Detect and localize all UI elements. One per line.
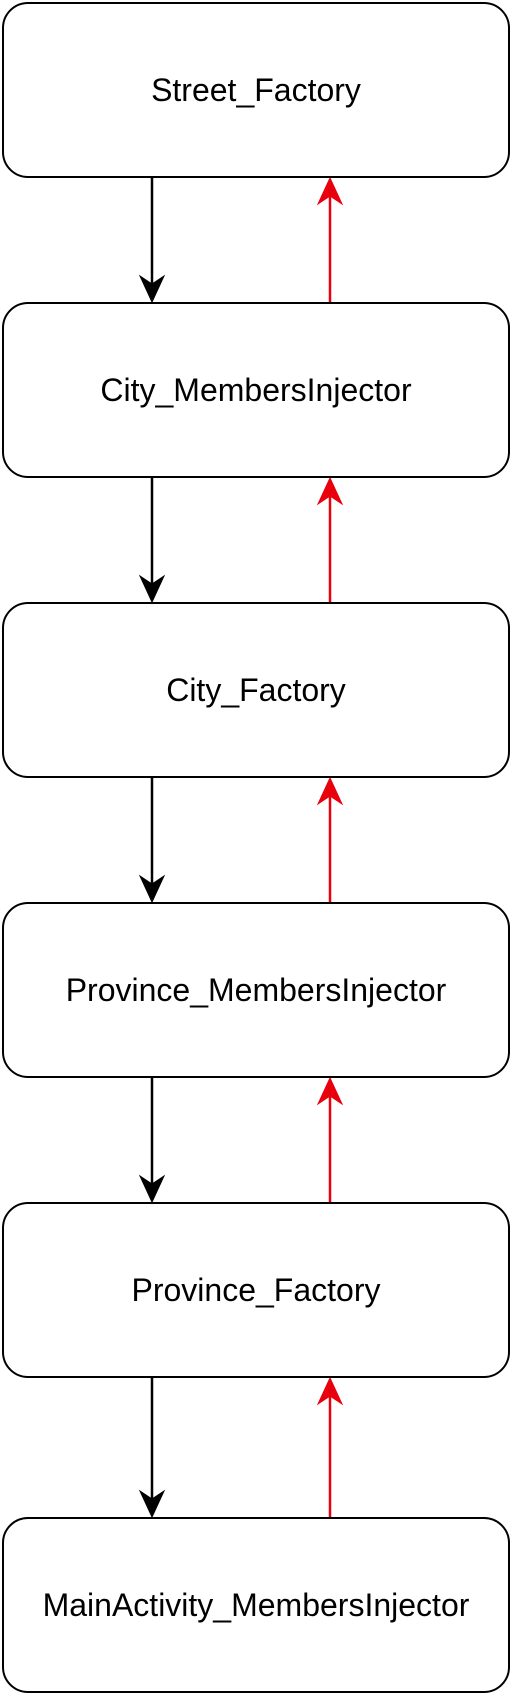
down-arrow [138,778,166,904]
down-arrow [138,1078,166,1204]
down-arrow [138,1378,166,1519]
up-arrow [316,776,344,902]
node-street-factory: Street_Factory [2,2,510,178]
up-arrow [316,1376,344,1517]
up-arrow [316,476,344,602]
up-arrow [316,176,344,302]
node-province-factory: Province_Factory [2,1202,510,1378]
node-main-activity-members-injector: MainActivity_MembersInjector [2,1517,510,1693]
down-arrow [138,178,166,304]
node-city-members-injector: City_MembersInjector [2,302,510,478]
down-arrow [138,478,166,604]
up-arrow [316,1076,344,1202]
node-city-factory: City_Factory [2,602,510,778]
node-province-members-injector: Province_MembersInjector [2,902,510,1078]
